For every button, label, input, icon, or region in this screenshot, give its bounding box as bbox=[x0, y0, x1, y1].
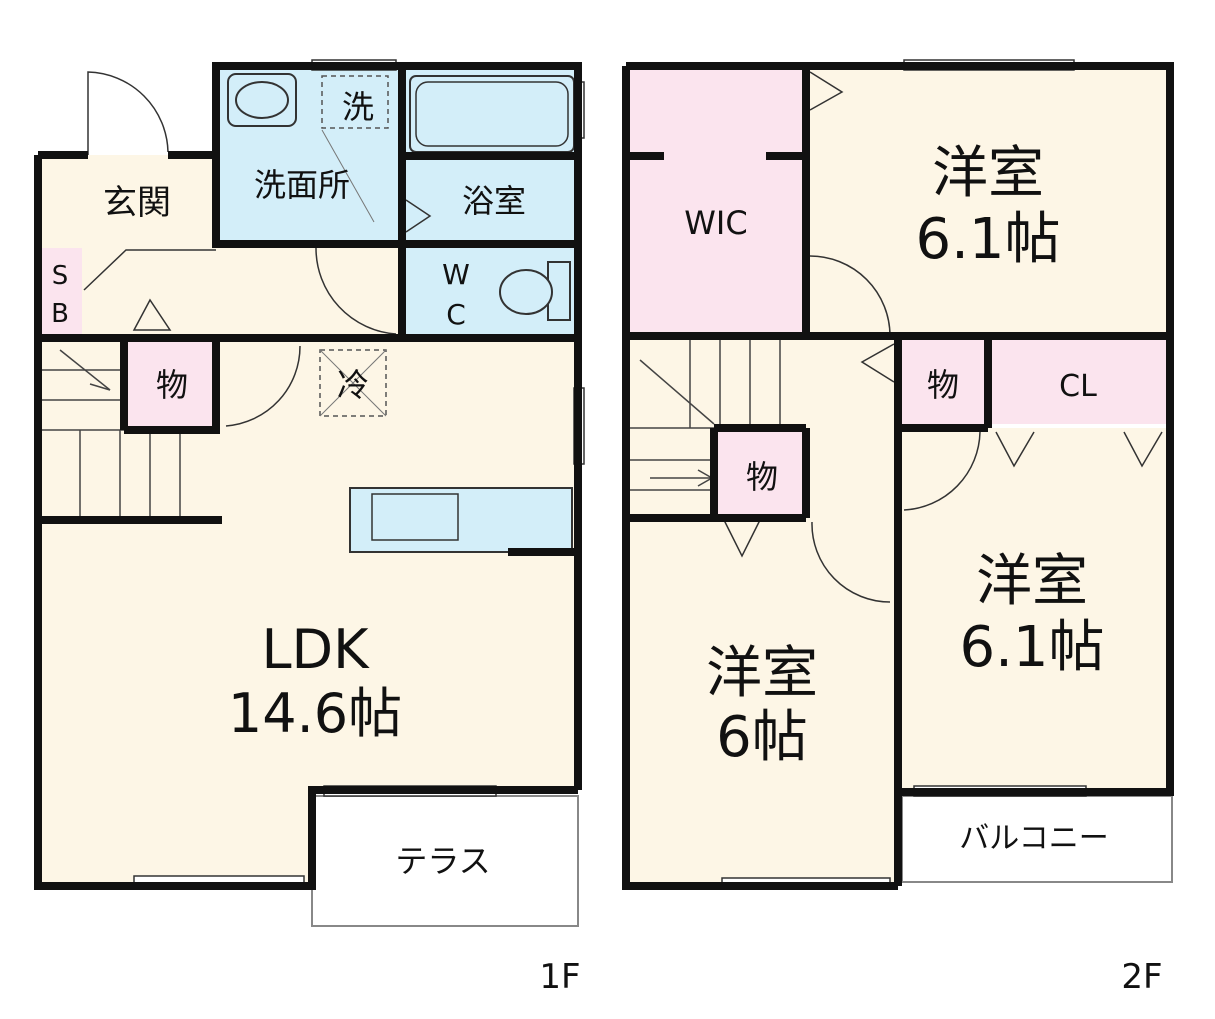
room-a-area bbox=[806, 66, 1168, 336]
room-size-ldk: 14.6帖 bbox=[228, 682, 402, 745]
room-label-genkan: 玄関 bbox=[103, 183, 171, 223]
room-label-storage-1f: 物 bbox=[156, 366, 188, 404]
terrace-area bbox=[311, 795, 579, 927]
room-label-wic: WIC bbox=[684, 204, 747, 242]
room-label-shoebox-b: B bbox=[51, 299, 69, 329]
room-label-ldk: LDK bbox=[261, 618, 370, 681]
room-label-storage-hall: 物 bbox=[927, 366, 959, 404]
storage-stair-area bbox=[718, 428, 806, 518]
closet-area bbox=[990, 340, 1166, 424]
room-c-area bbox=[628, 518, 894, 884]
room-label-storage-stair: 物 bbox=[746, 458, 778, 496]
storage-1f bbox=[128, 342, 216, 426]
shoe-box bbox=[40, 248, 82, 334]
stairs-2f bbox=[628, 340, 781, 491]
walls-2f bbox=[622, 62, 1174, 890]
room-label-terrace: テラス bbox=[395, 842, 490, 880]
floor-2 bbox=[622, 59, 1174, 890]
room-label-room-a: 洋室 bbox=[932, 141, 1044, 206]
hall-1f bbox=[80, 245, 402, 337]
room-label-washer: 洗 bbox=[342, 88, 374, 126]
room-label-washroom: 洗面所 bbox=[254, 166, 350, 204]
room-b-area bbox=[902, 428, 1168, 792]
room-label-bathroom: 浴室 bbox=[462, 182, 526, 220]
wic-area bbox=[628, 66, 806, 336]
room-label-wc-w: W bbox=[442, 258, 470, 291]
floor-1 bbox=[34, 59, 585, 927]
room-label-room-b: 洋室 bbox=[976, 549, 1088, 614]
room-label-fridge: 冷 bbox=[337, 366, 369, 404]
room-label-room-c: 洋室 bbox=[706, 641, 818, 706]
toilet-icon bbox=[499, 269, 553, 315]
fridge-space bbox=[319, 349, 387, 417]
room-size-room-a: 6.1帖 bbox=[915, 207, 1060, 272]
labels-2f: WIC 洋室 6.1帖 物 CL 物 洋室 6.1帖 洋室 6帖 バルコニー 2… bbox=[684, 141, 1162, 997]
genkan-area bbox=[38, 155, 216, 250]
ldk-area bbox=[40, 340, 576, 882]
kitchen-counter bbox=[349, 487, 573, 553]
room-label-closet: CL bbox=[1059, 369, 1097, 404]
storage-hall-area bbox=[902, 340, 988, 424]
kitchen-sink bbox=[371, 493, 459, 541]
room-label-shoebox-s: S bbox=[52, 261, 69, 291]
floor-label-2f: 2F bbox=[1121, 957, 1162, 997]
bathtub-fixture bbox=[409, 75, 575, 153]
labels-1f: 玄関 S B 洗面所 洗 浴室 W C 物 冷 LDK 14.6帖 テラス 1F bbox=[51, 88, 581, 997]
doors-2f bbox=[723, 71, 1163, 603]
basin-icon bbox=[235, 81, 289, 119]
room-size-room-c: 6帖 bbox=[716, 705, 808, 770]
balcony-area bbox=[901, 795, 1173, 883]
washer-space bbox=[321, 75, 389, 129]
room-label-balcony: バルコニー bbox=[959, 821, 1108, 856]
bathtub-inner bbox=[415, 81, 569, 147]
room-label-wc-c: C bbox=[446, 298, 466, 331]
doors-1f bbox=[83, 71, 432, 427]
floor-label-1f: 1F bbox=[539, 957, 580, 997]
walls-1f bbox=[34, 62, 582, 890]
room-size-room-b: 6.1帖 bbox=[959, 615, 1104, 680]
